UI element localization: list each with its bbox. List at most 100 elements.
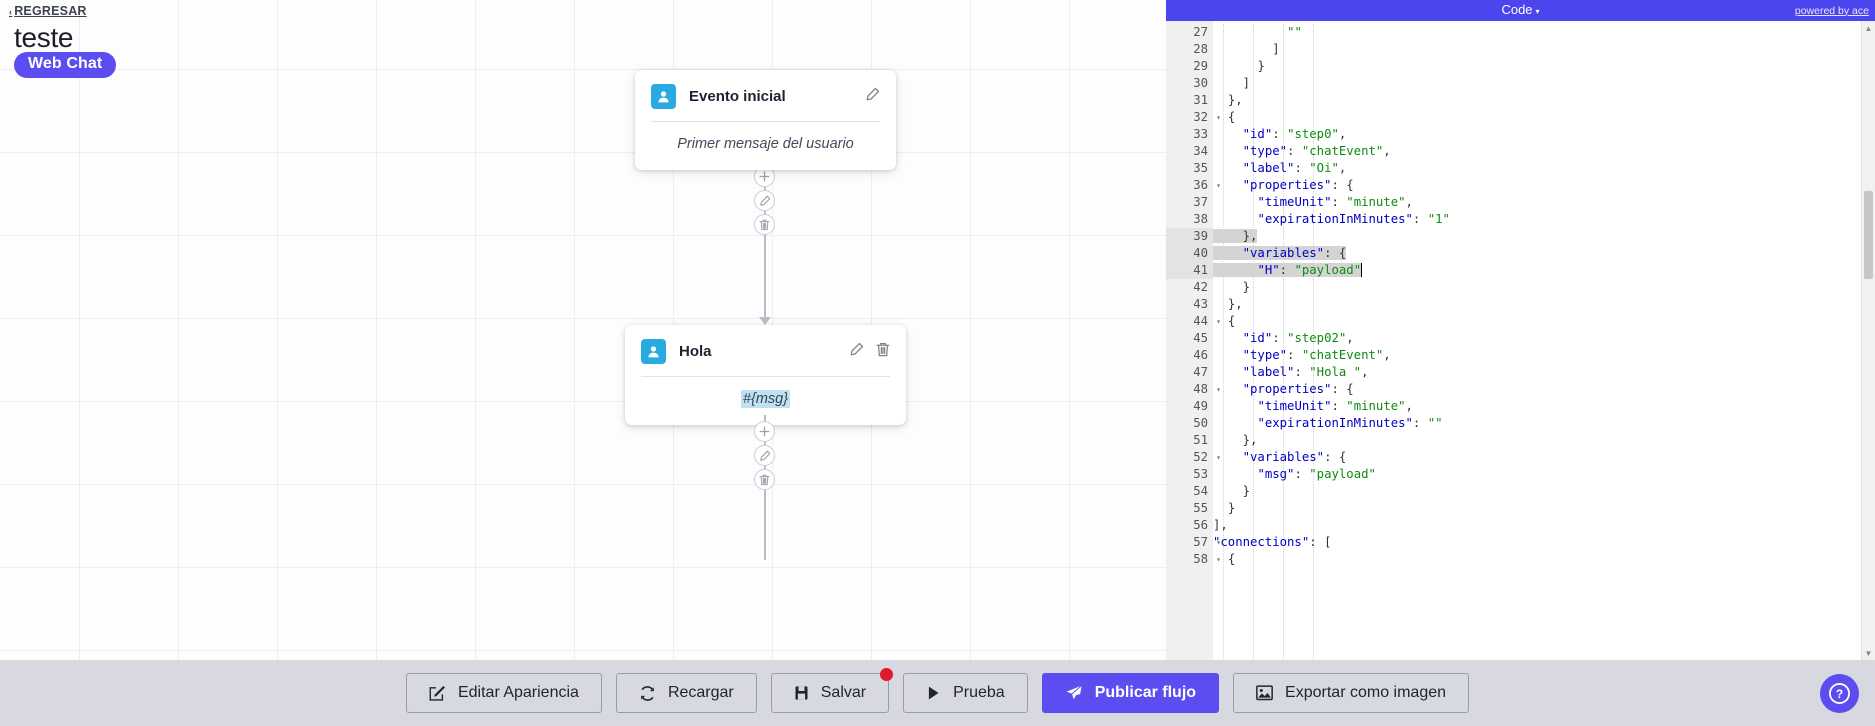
node-actions[interactable] xyxy=(849,342,890,362)
code-line[interactable]: }, xyxy=(1227,93,1243,107)
gutter-line[interactable]: 58▾ xyxy=(1193,552,1221,566)
code-line[interactable]: { xyxy=(1227,314,1236,328)
salvar-button[interactable]: Salvar xyxy=(770,668,894,713)
code-line[interactable]: ], xyxy=(1213,518,1228,532)
connector-toolbar-1[interactable] xyxy=(754,166,775,235)
pencil-icon[interactable] xyxy=(865,87,880,107)
edit-connector-button[interactable] xyxy=(754,445,775,466)
gutter-line[interactable]: 35 xyxy=(1193,161,1208,175)
gutter-line[interactable]: 45 xyxy=(1193,331,1208,345)
code-line[interactable]: "id": "step0", xyxy=(1242,127,1347,141)
code-line[interactable]: "id": "step02", xyxy=(1242,331,1354,345)
scroll-down-button[interactable]: ▼ xyxy=(1864,648,1873,658)
code-line[interactable]: "" xyxy=(1287,25,1302,39)
ace-credit-link[interactable]: powered by ace xyxy=(1794,4,1869,17)
connector-toolbar-2[interactable] xyxy=(754,421,775,490)
fold-toggle-icon[interactable]: ▾ xyxy=(1216,181,1221,190)
code-content[interactable]: "" ] } ] }, { "id": "step0", "type": "ch… xyxy=(1213,21,1875,660)
back-link[interactable]: ‹ REGRESAR xyxy=(9,4,87,18)
code-line[interactable]: { xyxy=(1227,110,1236,124)
code-line[interactable]: } xyxy=(1242,280,1251,294)
pencil-icon[interactable] xyxy=(849,342,864,362)
code-line[interactable]: ] xyxy=(1242,76,1251,90)
fold-toggle-icon[interactable]: ▾ xyxy=(1216,538,1221,547)
gutter-line[interactable]: 37 xyxy=(1193,195,1208,209)
gutter-line[interactable]: 56 xyxy=(1193,518,1208,532)
code-line[interactable]: "H": "payload" xyxy=(1213,262,1875,279)
fold-toggle-icon[interactable]: ▾ xyxy=(1216,113,1221,122)
gutter-line[interactable]: 40▾ xyxy=(1166,245,1221,262)
exportar-imagen-button[interactable]: Exportar como imagen xyxy=(1233,673,1470,713)
code-line[interactable]: "type": "chatEvent", xyxy=(1242,348,1391,362)
code-line[interactable]: } xyxy=(1227,501,1236,515)
scrollbar-thumb[interactable] xyxy=(1864,191,1873,279)
code-line[interactable]: "expirationInMinutes": "1" xyxy=(1257,212,1450,226)
code-line[interactable]: "variables": { xyxy=(1242,450,1347,464)
gutter-line[interactable]: 47 xyxy=(1193,365,1208,379)
chevron-down-icon[interactable]: ▾ xyxy=(1535,7,1540,16)
gutter-line[interactable]: 48▾ xyxy=(1193,382,1221,396)
add-step-button[interactable] xyxy=(754,421,775,442)
gutter-line[interactable]: 29 xyxy=(1193,59,1208,73)
code-line[interactable]: { xyxy=(1227,552,1236,566)
gutter-line[interactable]: 46 xyxy=(1193,348,1208,362)
gutter-line[interactable]: 50 xyxy=(1193,416,1208,430)
flow-canvas[interactable]: ‹ REGRESAR teste Web Chat xyxy=(0,0,1166,660)
gutter-line[interactable]: 30 xyxy=(1193,76,1208,90)
code-line[interactable]: "variables": { xyxy=(1213,245,1875,262)
gutter-line[interactable]: 49 xyxy=(1193,399,1208,413)
gutter-line[interactable]: 44▾ xyxy=(1193,314,1221,328)
prueba-button[interactable]: Prueba xyxy=(903,673,1028,713)
gutter-line[interactable]: 27 xyxy=(1193,25,1208,39)
gutter-line[interactable]: 33 xyxy=(1193,127,1208,141)
gutter-line[interactable]: 57▾ xyxy=(1193,535,1221,549)
gutter-line[interactable]: 42 xyxy=(1193,280,1208,294)
fold-toggle-icon[interactable]: ▾ xyxy=(1216,453,1221,462)
code-line[interactable]: "type": "chatEvent", xyxy=(1242,144,1391,158)
delete-connector-button[interactable] xyxy=(754,214,775,235)
edit-connector-button[interactable] xyxy=(754,190,775,211)
gutter-line[interactable]: 28 xyxy=(1193,42,1208,56)
code-line[interactable]: }, xyxy=(1213,228,1875,245)
code-line[interactable]: "msg": "payload" xyxy=(1257,467,1376,481)
code-line[interactable]: "properties": { xyxy=(1242,382,1354,396)
node-actions[interactable] xyxy=(865,87,880,107)
editor-scrollbar[interactable]: ▲ ▼ xyxy=(1861,21,1875,660)
gutter-line[interactable]: 51 xyxy=(1193,433,1208,447)
help-button[interactable]: ? xyxy=(1820,674,1859,713)
delete-connector-button[interactable] xyxy=(754,469,775,490)
code-editor-header[interactable]: Code▾ powered by ace xyxy=(1166,0,1875,21)
gutter-line[interactable]: 32▾ xyxy=(1193,110,1221,124)
code-line[interactable]: "expirationInMinutes": "" xyxy=(1257,416,1443,430)
code-editor-panel[interactable]: Code▾ powered by ace 27 28 29 30 31 32▾ 33 34 35… xyxy=(1166,0,1875,660)
gutter-line[interactable]: 52▾ xyxy=(1193,450,1221,464)
gutter-line[interactable]: 54 xyxy=(1193,484,1208,498)
gutter-line[interactable]: 39 xyxy=(1166,228,1213,245)
code-line[interactable]: "timeUnit": "minute", xyxy=(1257,399,1413,413)
code-line[interactable]: "label": "Oi", xyxy=(1242,161,1347,175)
gutter-line[interactable]: 34 xyxy=(1193,144,1208,158)
recargar-button[interactable]: Recargar xyxy=(615,673,757,713)
gutter-line[interactable]: 41 xyxy=(1166,262,1213,279)
fold-toggle-icon[interactable]: ▾ xyxy=(1216,385,1221,394)
code-line[interactable]: "label": "Hola ", xyxy=(1242,365,1369,379)
gutter-line[interactable]: 36▾ xyxy=(1193,178,1221,192)
fold-toggle-icon[interactable]: ▾ xyxy=(1216,317,1221,326)
code-line[interactable]: ] xyxy=(1272,42,1280,56)
trash-icon[interactable] xyxy=(876,342,890,362)
code-line[interactable]: } xyxy=(1257,59,1265,73)
gutter-line[interactable]: 38 xyxy=(1193,212,1208,226)
gutter-line[interactable]: 53 xyxy=(1193,467,1208,481)
editar-apariencia-button[interactable]: Editar Apariencia xyxy=(405,673,602,713)
code-line[interactable]: }, xyxy=(1242,433,1258,447)
code-line[interactable]: } xyxy=(1242,484,1251,498)
gutter-line[interactable]: 43 xyxy=(1193,297,1208,311)
code-line[interactable]: "connections": [ xyxy=(1213,535,1332,549)
code-line[interactable]: }, xyxy=(1227,297,1243,311)
scroll-up-button[interactable]: ▲ xyxy=(1864,23,1873,33)
gutter-line[interactable]: 31 xyxy=(1193,93,1208,107)
fold-toggle-icon[interactable]: ▾ xyxy=(1216,555,1221,564)
flow-node-hola[interactable]: Hola #{msg} xyxy=(625,325,906,425)
